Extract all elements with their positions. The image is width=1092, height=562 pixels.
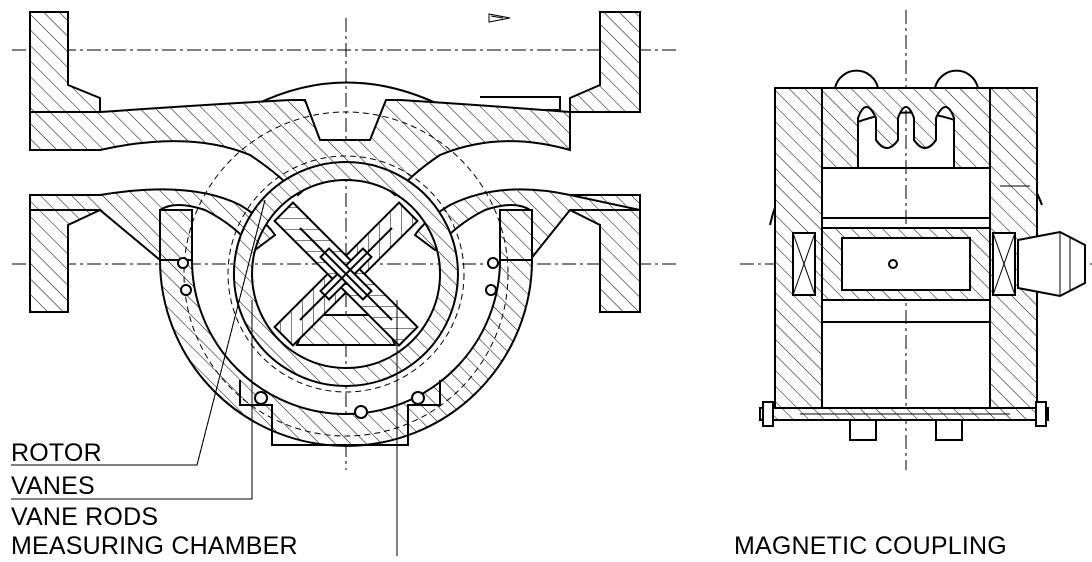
bottom-foot — [239, 380, 441, 446]
upper-body-wall — [29, 99, 571, 197]
rotor-label: ROTOR — [11, 439, 102, 467]
vane-rod-line — [299, 227, 393, 321]
bolt-hole — [411, 391, 425, 405]
right-flange-bottom — [569, 194, 641, 313]
upper-dome — [254, 81, 441, 106]
left-flange-bottom — [29, 194, 101, 313]
magnetic-coupling-view — [740, 10, 1092, 470]
bolt-hole — [487, 257, 499, 269]
base-feet — [849, 420, 963, 441]
output-nut — [1017, 230, 1086, 298]
meter-body-view — [11, 11, 680, 556]
bolt-holes — [177, 257, 499, 419]
vanes-group — [273, 201, 419, 347]
measuring-chamber-label: MEASURING CHAMBER — [11, 532, 298, 560]
bolt-hole — [354, 405, 368, 419]
bolt-hole — [180, 284, 192, 296]
shaft-pin — [888, 259, 898, 269]
left-bearing-cross — [792, 232, 816, 296]
shaft-bore — [841, 237, 971, 291]
bolt-hole — [254, 391, 268, 405]
housing-phantom — [183, 111, 509, 437]
rotor-phantom — [227, 155, 465, 393]
right-bearing-cross — [992, 232, 1016, 296]
lower-body-wall-right — [413, 188, 641, 263]
magnet-pocket — [834, 69, 879, 89]
left-flange-top — [29, 11, 101, 113]
vane-rods-label: VANE RODS — [11, 503, 159, 531]
flow-arrow-icon — [488, 13, 511, 23]
leader-lines — [11, 199, 398, 556]
bolt-hole — [177, 257, 189, 269]
base-bolt — [1035, 401, 1047, 427]
bowl-wall-right — [499, 209, 533, 261]
lower-body-wall-left — [29, 188, 277, 263]
magnetic-coupling-label: MAGNETIC COUPLING — [734, 532, 1007, 560]
right-flange-top — [569, 11, 641, 113]
magnet-pocket — [934, 69, 979, 89]
bowl-wall-left — [159, 209, 193, 261]
vanes-leader — [11, 300, 253, 500]
measuring-chamber — [232, 161, 459, 387]
base-bolt — [762, 401, 774, 427]
bolt-hole — [485, 284, 497, 296]
vanes-label: VANES — [11, 472, 95, 500]
